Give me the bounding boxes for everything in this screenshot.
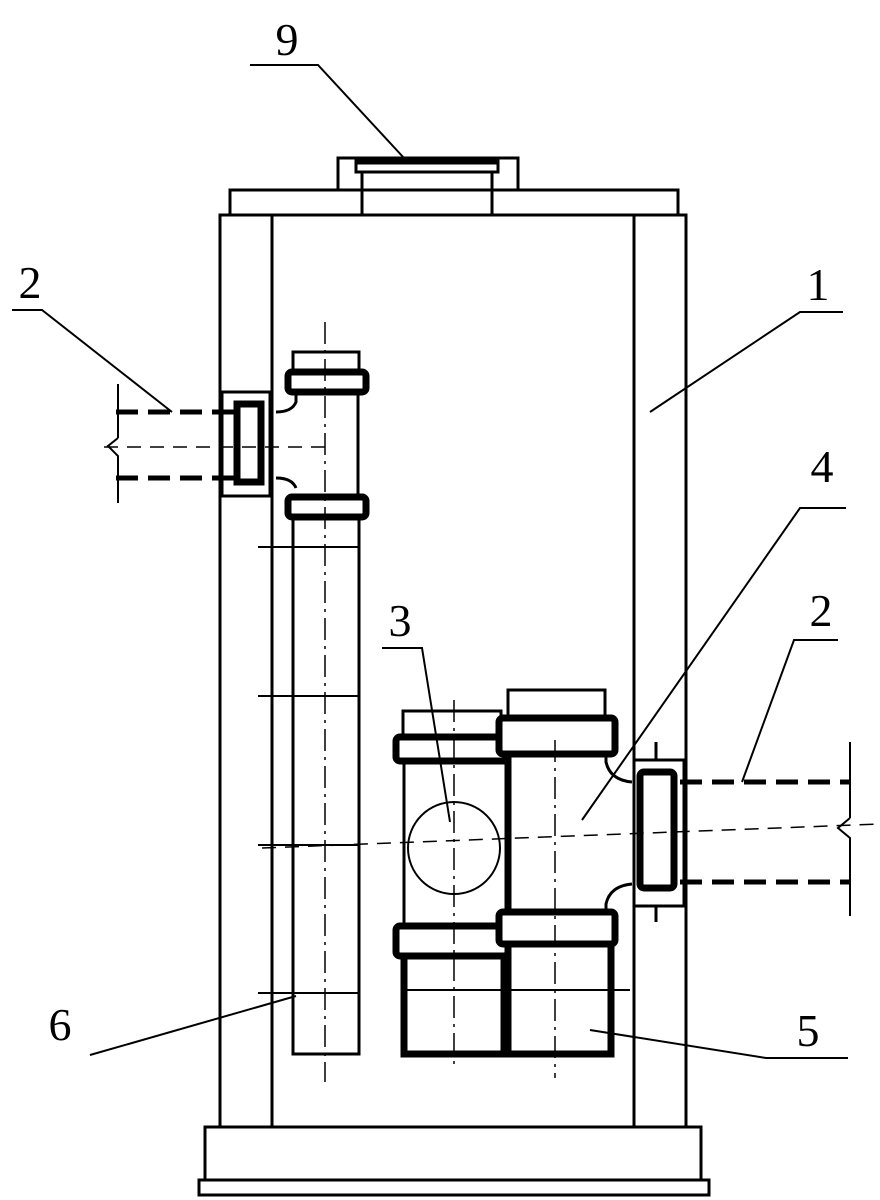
right-external-pipe — [680, 742, 851, 916]
label-riser-pipe: 6 — [49, 999, 72, 1050]
label-pipe-left: 2 — [19, 257, 42, 308]
label-cover: 9 — [276, 14, 299, 65]
base-plate — [197, 1125, 711, 1197]
label-outlet-pipe: 5 — [797, 1005, 820, 1056]
inspection-chamber — [392, 700, 512, 1064]
reference-labels: 9 2 1 4 3 2 6 5 — [19, 14, 834, 1056]
leader-lines — [12, 64, 848, 1059]
top-cover — [228, 156, 680, 217]
left-flange-connector — [220, 390, 272, 498]
left-external-pipe — [104, 384, 330, 503]
label-tee-fitting: 4 — [811, 441, 834, 492]
horizontal-center-line — [261, 823, 880, 849]
label-housing: 1 — [807, 259, 830, 310]
label-inspection-port: 3 — [389, 595, 412, 646]
riser-pipe — [258, 322, 370, 1082]
label-pipe-right: 2 — [810, 585, 833, 636]
tee-fitting — [495, 688, 633, 1078]
